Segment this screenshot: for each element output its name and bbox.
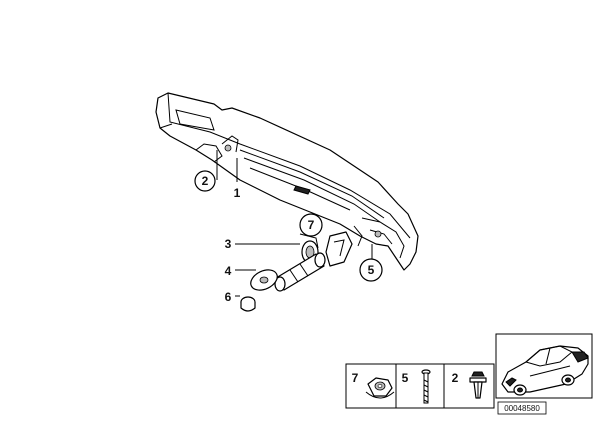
svg-text:00048580: 00048580 — [504, 404, 540, 413]
legend-label-2: 2 — [452, 371, 459, 385]
reference-number: 00048580 — [497, 401, 547, 415]
callout-1: 1 — [234, 186, 241, 200]
callout-4: 4 — [225, 264, 232, 278]
svg-text:5: 5 — [368, 263, 375, 277]
callout-2: 2 — [194, 170, 216, 192]
screw-icon — [421, 369, 431, 404]
rubber-cap — [240, 296, 256, 312]
callout-6: 6 — [225, 290, 232, 304]
expanding-rivet-icon — [469, 371, 487, 399]
bumper-mount-assembly — [250, 231, 353, 292]
nut-icon — [365, 377, 395, 399]
legend-label-5: 5 — [402, 371, 409, 385]
legend-label-7: 7 — [352, 371, 359, 385]
fastener-legend: 7 5 2 — [345, 363, 495, 409]
bumper-carrier — [155, 92, 419, 271]
leader-lines — [216, 150, 373, 297]
car-thumbnail-icon — [495, 333, 593, 399]
svg-text:7: 7 — [308, 218, 315, 232]
callout-5: 5 — [359, 258, 383, 282]
svg-text:2: 2 — [202, 174, 209, 188]
callout-3: 3 — [225, 237, 232, 251]
callout-7: 7 — [299, 213, 323, 237]
